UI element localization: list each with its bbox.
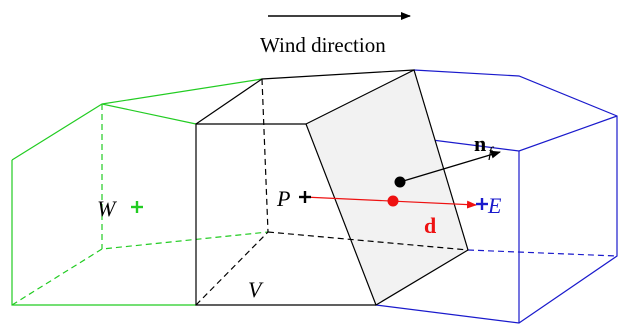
intersection-dot bbox=[387, 195, 399, 207]
cell-v-label: V bbox=[248, 277, 264, 302]
point-w-label: W bbox=[97, 196, 117, 221]
normal-n-symbol: n bbox=[474, 131, 486, 156]
point-p-label: P bbox=[276, 186, 290, 211]
center-cell bbox=[195, 69, 469, 306]
normal-f-subscript: f bbox=[488, 145, 494, 161]
wind-direction-label: Wind direction bbox=[260, 33, 386, 57]
point-p-marker bbox=[299, 191, 311, 203]
point-w-marker bbox=[131, 201, 143, 213]
shared-face bbox=[305, 69, 469, 306]
vector-d-label: d bbox=[424, 213, 436, 238]
face-normal-arrow bbox=[399, 150, 501, 183]
point-e-label: E bbox=[487, 193, 502, 218]
point-e-marker bbox=[476, 198, 488, 210]
west-cell bbox=[11, 78, 269, 306]
